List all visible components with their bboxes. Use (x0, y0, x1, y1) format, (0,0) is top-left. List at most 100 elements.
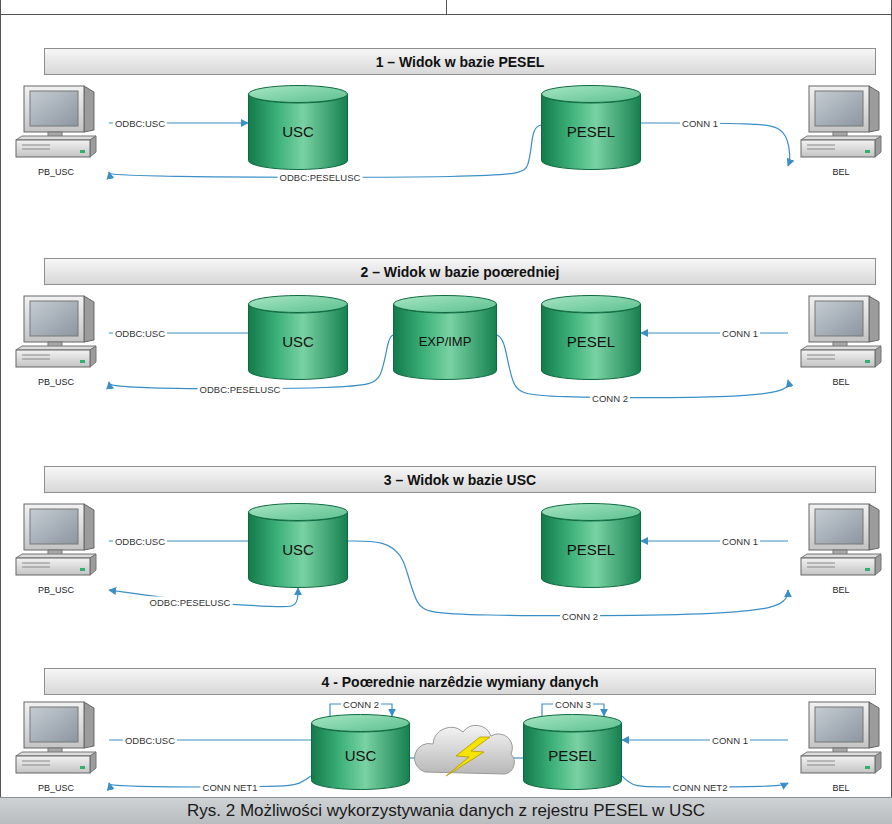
drive-slot (22, 149, 50, 150)
connection-label: CONN NET1 (201, 782, 260, 793)
drive-slot (807, 563, 835, 564)
database-name: PESEL (523, 747, 622, 764)
drive-slot (807, 149, 835, 150)
monitor-side (84, 702, 94, 748)
monitor-screen (815, 301, 863, 336)
monitor-frame (24, 296, 84, 342)
case-front (801, 350, 875, 367)
database-name: USC (248, 540, 348, 557)
cylinder-top (312, 715, 410, 732)
connector (641, 123, 790, 166)
cylinder-body (249, 512, 348, 588)
case-top (801, 752, 881, 756)
monitor-side (869, 296, 879, 342)
monitor-screen (30, 509, 78, 544)
frame-line (446, 0, 447, 14)
monitor-frame (809, 296, 869, 342)
database-name: PESEL (541, 540, 641, 557)
cylinder-top (249, 504, 348, 521)
drive-slot (22, 765, 50, 766)
connection-label: ODBC:USC (123, 735, 177, 746)
power-led (80, 568, 85, 571)
database-cylinder: PESEL (541, 295, 641, 380)
drive-slot (22, 355, 50, 356)
database-name: USC (248, 332, 348, 349)
cylinder-top (542, 296, 641, 313)
cylinder-top (542, 86, 641, 103)
loop-label: CONN 2 (341, 699, 381, 710)
database-name: PESEL (541, 332, 641, 349)
monitor-frame (24, 504, 84, 550)
connection-label: ODBC:USC (113, 118, 167, 129)
connection-label: ODBC:PESELUSC (148, 597, 233, 608)
frame-line (0, 0, 1, 824)
workstation: BEL (788, 292, 892, 388)
cylinder-top (249, 86, 348, 103)
computer-label: PB_USC (3, 782, 109, 794)
cylinder-top (249, 296, 348, 313)
case-front (16, 350, 90, 367)
connection-label: CONN 1 (710, 735, 750, 746)
drive-slot (807, 359, 835, 360)
section-band: 2 – Widok w bazie poœredniej (44, 258, 876, 285)
workstation: BEL (788, 82, 892, 178)
database-cylinder: USC (248, 295, 348, 380)
case-side (90, 752, 96, 773)
database-name: USC (311, 747, 410, 764)
case-top (16, 346, 96, 350)
section-title: 3 – Widok w bazie USC (384, 472, 536, 488)
connection-label: CONN 1 (720, 328, 760, 339)
case-front (801, 756, 875, 773)
database-name: EXP/IMP (393, 333, 497, 348)
connection-label: CONN 2 (560, 611, 600, 622)
workstation: BEL (788, 698, 892, 794)
database-cylinder: EXP/IMP (393, 295, 497, 380)
connection-label: ODBC:USC (113, 328, 167, 339)
case-top (16, 554, 96, 558)
connection-label: ODBC:PESELUSC (198, 384, 283, 395)
computer-icon (10, 82, 102, 162)
computer-icon (795, 698, 887, 778)
drive-slot (807, 761, 835, 762)
database-cylinder: USC (248, 85, 348, 170)
connector (641, 332, 788, 333)
power-led (865, 766, 870, 769)
computer-icon (10, 698, 102, 778)
computer-label: BEL (788, 782, 892, 794)
drive-slot (807, 765, 835, 766)
monitor-screen (815, 509, 863, 544)
cylinder-body (542, 512, 641, 588)
workstation: BEL (788, 500, 892, 596)
monitor-frame (809, 504, 869, 550)
monitor-screen (815, 707, 863, 742)
section-title: 2 – Widok w bazie poœredniej (360, 264, 559, 280)
drive-slot (807, 145, 835, 146)
section-band: 4 - Poœrednie narzêdzie wymiany danych (44, 668, 876, 695)
computer-icon (10, 500, 102, 580)
monitor-side (869, 86, 879, 132)
monitor-screen (815, 91, 863, 126)
case-front (801, 140, 875, 157)
case-front (16, 756, 90, 773)
connector (622, 739, 788, 740)
power-led (80, 150, 85, 153)
cylinder-body (542, 304, 641, 380)
case-side (875, 346, 881, 367)
monitor-frame (809, 86, 869, 132)
section-band: 1 – Widok w bazie PESEL (44, 48, 876, 75)
monitor-screen (30, 301, 78, 336)
workstation: PB_USC (3, 500, 109, 596)
power-led (865, 568, 870, 571)
monitor-side (869, 702, 879, 748)
database-cylinder: PESEL (541, 85, 641, 170)
caption-band: Rys. 2 Możliwości wykorzystywania danych… (0, 797, 892, 824)
drive-slot (22, 563, 50, 564)
computer-label: PB_USC (3, 166, 109, 178)
drive-slot (22, 567, 50, 568)
monitor-frame (24, 86, 84, 132)
monitor-screen (30, 707, 78, 742)
cylinder-body (249, 94, 348, 170)
power-led (865, 360, 870, 363)
drive-slot (22, 359, 50, 360)
monitor-frame (24, 702, 84, 748)
